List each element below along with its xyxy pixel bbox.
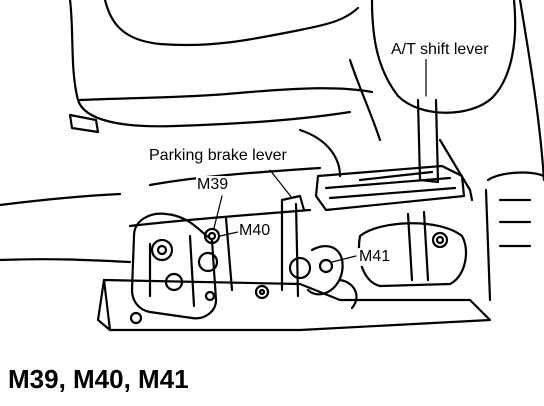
bolt-group-left xyxy=(197,216,234,292)
left-bracket xyxy=(130,212,218,320)
figure-caption: M39, M40, M41 xyxy=(8,364,189,394)
label-parking-brake-lever: Parking brake lever xyxy=(148,147,288,165)
leader-lines xyxy=(213,55,427,263)
label-m40: M40 xyxy=(238,222,272,240)
label-m39: M39 xyxy=(196,176,230,194)
cable-bracket xyxy=(288,245,358,310)
shift-lever xyxy=(370,0,517,202)
base-bolts xyxy=(129,284,270,325)
label-m41: M41 xyxy=(358,248,392,266)
seat-outline xyxy=(0,0,382,264)
indicator-panel xyxy=(314,164,466,212)
shift-mechanism xyxy=(357,210,468,288)
parking-brake-assembly xyxy=(128,128,342,298)
label-shift-lever: A/T shift lever xyxy=(390,41,490,59)
console-right xyxy=(484,0,544,302)
base-plate xyxy=(96,278,492,332)
